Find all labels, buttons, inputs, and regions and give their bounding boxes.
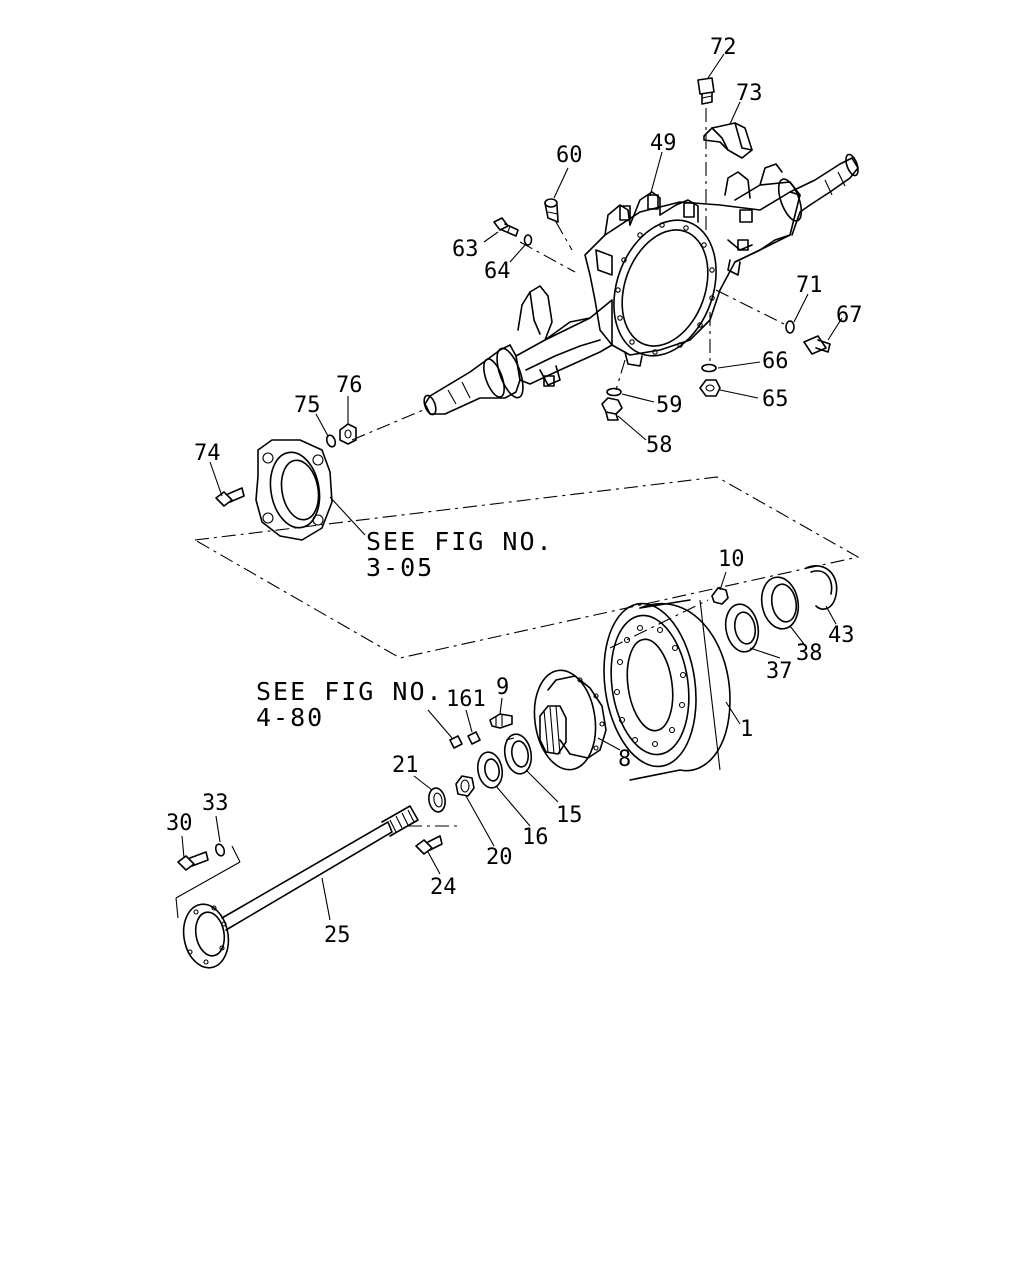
leader-lines [181,53,843,921]
label-15: 15 [556,803,583,828]
part-fitting-see-fig-480 [449,735,463,749]
label-21: 21 [392,753,419,778]
part-bracket-see-fig-305 [255,439,333,541]
see-fig-480-line1: SEE FIG NO. [256,677,444,706]
label-9: 9 [496,675,509,700]
label-33: 33 [202,791,229,816]
label-38: 38 [796,641,823,666]
callout-labels: 72 73 49 60 63 64 71 67 66 65 59 58 75 7… [166,35,863,948]
part-1-brake-drum [603,599,731,781]
part-73-clip [703,122,753,159]
label-74: 74 [194,441,221,466]
label-16: 16 [522,825,549,850]
label-1: 1 [740,717,753,742]
part-8-hub [533,669,607,771]
part-58-bolt [601,397,623,421]
see-fig-305-line1: SEE FIG NO. [366,527,554,556]
label-76: 76 [336,373,363,398]
part-71-washer [785,320,795,334]
label-64: 64 [484,259,511,284]
part-161-nipple [467,731,481,745]
label-24: 24 [430,875,457,900]
label-72: 72 [710,35,737,60]
label-63: 63 [452,237,479,262]
label-60: 60 [556,143,583,168]
lead-see-fig-305 [329,496,366,536]
label-58: 58 [646,433,673,458]
part-9-stud [489,713,513,729]
part-25-axle-shaft [182,805,419,969]
see-fig-480-line2: 4-80 [256,703,324,732]
part-21-washer [428,787,446,813]
label-37: 37 [766,659,793,684]
part-15-bearing [503,733,533,775]
label-8: 8 [618,747,631,772]
part-30-bolt [177,851,209,871]
label-20: 20 [486,845,513,870]
part-75-washer [325,434,337,448]
label-59: 59 [656,393,683,418]
label-43: 43 [828,623,855,648]
label-25: 25 [324,923,351,948]
part-43-snap-ring [805,565,838,610]
label-67: 67 [836,303,863,328]
part-33-washer [214,843,226,857]
part-76-nut [339,423,357,445]
group-outline [194,476,860,659]
part-72-bolt [697,77,715,105]
part-67-bolt [803,335,831,355]
part-38-seal [760,576,800,630]
part-60-stud [544,198,559,223]
see-fig-305-line2: 3-05 [366,553,434,582]
label-75: 75 [294,393,321,418]
part-20-nut [455,775,475,797]
label-66: 66 [762,349,789,374]
part-24-bolt [415,835,443,855]
label-71: 71 [796,273,823,298]
assembly-lines [175,108,787,919]
label-161: 161 [446,687,486,712]
label-49: 49 [650,131,677,156]
label-10: 10 [718,547,745,572]
label-30: 30 [166,811,193,836]
part-64-washer [523,234,533,246]
part-37-bearing [724,603,760,653]
part-65-nut [699,379,721,397]
axle-housing [423,153,859,416]
part-59-washer [606,387,622,397]
label-65: 65 [762,387,789,412]
label-73: 73 [736,81,763,106]
reference-notes: SEE FIG NO. 3-05 SEE FIG NO. 4-80 [256,527,554,732]
part-10-nut [711,587,729,605]
part-66-washer [701,363,717,373]
part-16-seal [476,751,504,789]
part-63-bolt [493,217,519,237]
